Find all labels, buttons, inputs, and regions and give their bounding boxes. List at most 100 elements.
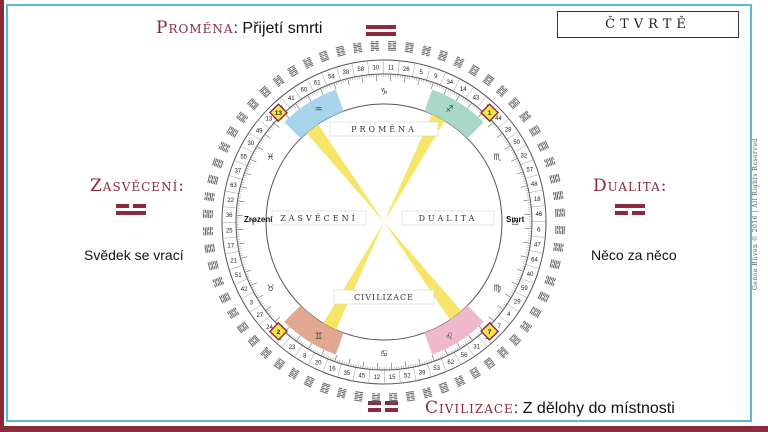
gate-number: 28 — [505, 128, 512, 134]
number-ring-inner-edge — [235, 73, 533, 371]
gate-number: 37 — [235, 169, 242, 175]
gate-number: 40 — [527, 272, 534, 278]
beam-wedge — [384, 114, 445, 222]
gate-number: 50 — [513, 140, 520, 146]
hexagram-glyph — [288, 367, 300, 380]
gate-number: 3 — [250, 300, 254, 306]
hexagram-glyph — [354, 391, 364, 402]
gate-number: 31 — [473, 344, 480, 350]
hexagram-glyph — [318, 50, 330, 63]
gate-number: 21 — [230, 258, 237, 264]
gate-number: 12 — [374, 375, 381, 381]
quarter-label-civilizace: CIVILIZACE — [354, 293, 414, 302]
zodiac-sign: ♓ — [267, 153, 275, 163]
hexagram-glyph — [259, 346, 273, 360]
zodiac-sign: ♑ — [380, 88, 388, 98]
hexagram-glyph — [483, 357, 496, 370]
heading-left-name: Zasvěcení: — [90, 176, 186, 196]
gate-number: 7 — [498, 324, 502, 330]
gate-number: 62 — [447, 360, 454, 366]
hexagram-glyph — [236, 321, 249, 334]
zodiac-sign: ♉ — [267, 284, 275, 294]
hexagram-glyph — [204, 243, 216, 254]
hexagram-glyph — [371, 393, 381, 403]
gate-number: 24 — [266, 325, 273, 331]
gate-number: 59 — [521, 286, 528, 292]
hexagram-glyph — [529, 306, 542, 318]
heading-bottom-name: Civilizace — [425, 398, 514, 418]
gate-number: 42 — [241, 287, 248, 293]
hexagram-glyph — [549, 259, 561, 270]
heading-top: Proměna: Přijetí smrti — [156, 18, 322, 38]
hexagram-glyph — [319, 382, 331, 394]
gate-number: 36 — [226, 213, 233, 219]
hexagram-glyph — [272, 74, 285, 87]
zodiac-sign: ♐ — [445, 105, 453, 115]
tick-ring — [236, 74, 532, 370]
zodiac-sign: ♋ — [380, 350, 388, 360]
gate-number: 56 — [461, 353, 468, 359]
gate-number: 22 — [227, 198, 234, 204]
hexagram-glyph — [212, 157, 224, 169]
beam-wedge — [323, 222, 384, 330]
hexagram-glyph — [555, 225, 565, 235]
hexagram-glyph — [247, 334, 261, 347]
gate-number: 16 — [329, 366, 336, 372]
quarter-label-proměna: PROMĚNA — [351, 125, 417, 134]
hexagram-glyph — [207, 174, 219, 185]
quarter-label-zasvěcení: ZASVĚCENÍ — [280, 214, 358, 223]
zodiac-sign: ♎ — [511, 219, 519, 229]
hexagram-glyph — [302, 56, 314, 69]
gate-number: 54 — [328, 75, 335, 81]
gate-number: 23 — [289, 345, 296, 351]
hexagram-glyph — [212, 276, 225, 288]
beam-wedge — [384, 222, 462, 320]
label-box-bottom — [333, 289, 435, 305]
zodiac-sign: ♈ — [249, 219, 258, 229]
hexagram-glyph — [422, 387, 433, 399]
hexagram-glyph — [555, 208, 565, 218]
gate-number: 13 — [265, 117, 272, 123]
gate-number: 41 — [288, 96, 295, 102]
gate-number: 14 — [460, 87, 467, 93]
quarter-arc — [284, 305, 344, 355]
gate-number: 63 — [230, 183, 237, 189]
hexagram-glyph — [537, 140, 550, 152]
subtitle-right: Něco za něco — [591, 247, 677, 263]
gate-number: 27 — [256, 313, 263, 319]
hexagram-glyph — [519, 320, 533, 333]
gate-number: 52 — [404, 374, 411, 380]
gate-number: 44 — [495, 116, 502, 122]
gate-number: 9 — [434, 74, 438, 80]
gate-number: 11 — [388, 65, 395, 71]
hexagram-glyph — [388, 393, 398, 403]
label-box-top — [329, 121, 439, 137]
hexagram-glyph — [207, 260, 219, 271]
gate-number: 49 — [256, 128, 263, 134]
hexagram-glyph — [537, 291, 550, 303]
hexagram-glyph — [218, 141, 231, 153]
quarter-arc — [424, 305, 484, 355]
hexagram-glyph — [235, 111, 249, 124]
gate-number: 15 — [389, 375, 396, 381]
subtitle-left: Svědek se vrací — [84, 247, 184, 263]
hexagram-glyph — [273, 357, 286, 371]
zodiac-sign: ♏ — [493, 153, 501, 163]
gate-number: 35 — [343, 371, 350, 377]
hexagram-glyph — [421, 45, 432, 57]
gate-number: 29 — [514, 300, 521, 306]
hexagram-glyph — [552, 190, 564, 201]
highlight-number: 1 — [488, 110, 492, 117]
gate-number: 5 — [419, 70, 423, 76]
quarter-arcs — [284, 89, 484, 355]
page-frame — [6, 4, 752, 422]
gate-number: 47 — [534, 243, 541, 249]
hexagram-glyph — [519, 110, 532, 123]
gate-number: 53 — [433, 366, 440, 372]
zodiac-ring-inner-edge — [265, 103, 503, 341]
zodiac-sign: ♊ — [314, 332, 322, 342]
heading-top-name: Proměna — [156, 18, 234, 38]
hexagram-glyph — [528, 125, 542, 137]
highlight-number: 13 — [275, 110, 283, 117]
